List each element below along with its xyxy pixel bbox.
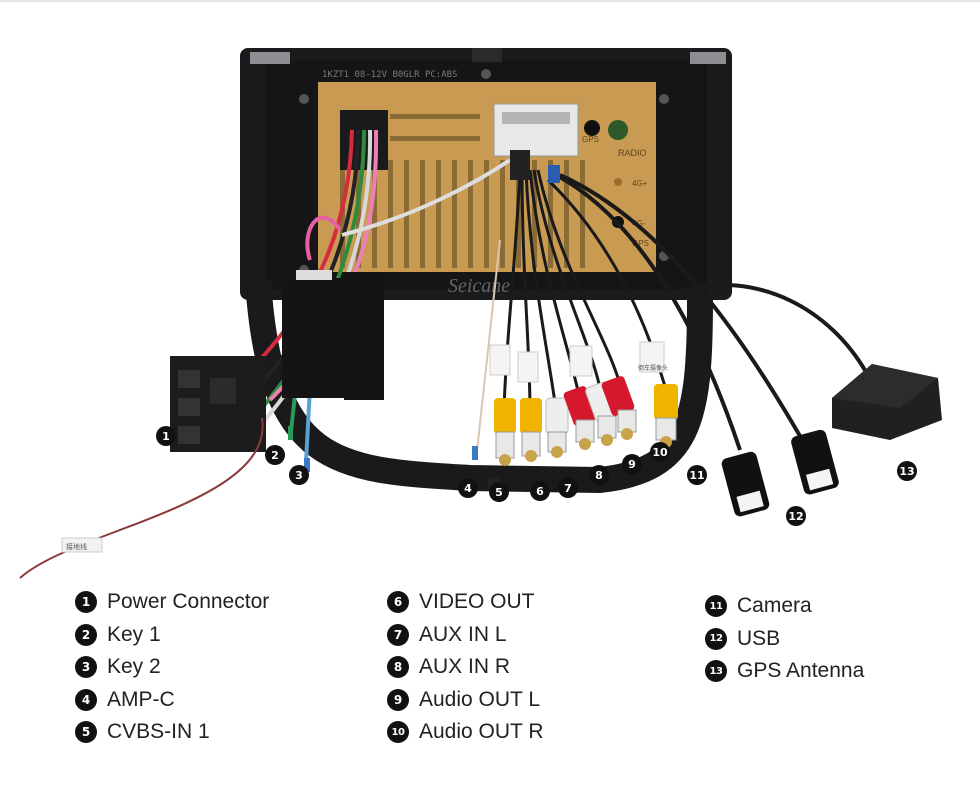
svg-text:10: 10 bbox=[652, 446, 668, 459]
harness-connector bbox=[282, 278, 350, 398]
legend-number: 4 bbox=[75, 688, 97, 711]
svg-text:9: 9 bbox=[628, 458, 636, 471]
radio-port bbox=[608, 120, 628, 140]
svg-text:12: 12 bbox=[788, 510, 803, 523]
svg-text:13: 13 bbox=[899, 465, 914, 478]
callout-2: 2 bbox=[265, 445, 285, 465]
legend-number: 10 bbox=[387, 721, 409, 744]
legend-number: 2 bbox=[75, 623, 97, 646]
svg-text:GPS: GPS bbox=[582, 135, 599, 144]
svg-text:4G-: 4G- bbox=[632, 219, 646, 228]
legend-label: Key 2 bbox=[107, 655, 161, 679]
svg-text:7: 7 bbox=[564, 482, 572, 495]
legend-column-1: 1 Power Connector 2 Key 1 3 Key 2 4 AMP-… bbox=[75, 586, 269, 749]
legend-number: 5 bbox=[75, 721, 97, 744]
callout-4: 4 bbox=[458, 478, 478, 498]
legend-number: 9 bbox=[387, 688, 409, 711]
rca-plug-video-out bbox=[494, 398, 516, 466]
callout-3: 3 bbox=[289, 465, 309, 485]
svg-text:5: 5 bbox=[495, 486, 503, 499]
legend-label: USB bbox=[737, 626, 781, 650]
usb-plug-1 bbox=[721, 451, 770, 517]
legend-item-aux-in-r: 8 AUX IN R bbox=[387, 651, 544, 684]
svg-text:8: 8 bbox=[595, 469, 603, 482]
rca-plug-audio-out-r bbox=[601, 376, 637, 440]
iso-power-connector bbox=[170, 356, 266, 452]
callout-5: 5 bbox=[489, 482, 509, 502]
svg-text:GPS: GPS bbox=[632, 239, 649, 248]
rca-cables bbox=[475, 169, 868, 461]
legend-item-key-2: 3 Key 2 bbox=[75, 651, 269, 684]
callout-11: 11 bbox=[687, 465, 707, 485]
watermark: Seicane bbox=[448, 275, 510, 297]
legend-item-gps-antenna: 13 GPS Antenna bbox=[705, 655, 864, 688]
legend-number: 3 bbox=[75, 656, 97, 679]
legend-column-2: 6 VIDEO OUT 7 AUX IN L 8 AUX IN R 9 Audi… bbox=[387, 586, 544, 749]
legend-label: Camera bbox=[737, 594, 812, 618]
legend-item-audio-out-l: 9 Audio OUT L bbox=[387, 684, 544, 717]
callout-10: 10 bbox=[650, 442, 670, 462]
svg-text:4: 4 bbox=[464, 482, 472, 495]
gps-port bbox=[584, 120, 600, 136]
legend-label: VIDEO OUT bbox=[419, 590, 535, 614]
callout-7: 7 bbox=[558, 478, 578, 498]
legend-label: CVBS-IN 1 bbox=[107, 720, 210, 744]
rca-plug-aux-in-l bbox=[520, 398, 542, 462]
legend-label: AUX IN R bbox=[419, 655, 511, 679]
legend-number: 8 bbox=[387, 656, 409, 679]
callout-8: 8 bbox=[589, 465, 609, 485]
svg-text:3: 3 bbox=[295, 469, 303, 482]
legend-label: Key 1 bbox=[107, 622, 161, 646]
legend-item-key-1: 2 Key 1 bbox=[75, 619, 269, 652]
callout-9: 9 bbox=[622, 454, 642, 474]
legend-label: Audio OUT R bbox=[419, 720, 544, 744]
gps-antenna-puck bbox=[832, 364, 942, 440]
rca-plug-aux-in-r bbox=[545, 397, 569, 458]
svg-text:2: 2 bbox=[271, 449, 279, 462]
camera-cable-tag: 倒车摄像头 bbox=[638, 364, 668, 372]
legend-number: 13 bbox=[705, 660, 727, 683]
legend-number: 1 bbox=[75, 591, 97, 614]
svg-text:4G+: 4G+ bbox=[632, 179, 648, 188]
mounting-bracket bbox=[245, 279, 713, 494]
svg-text:1: 1 bbox=[162, 430, 170, 443]
wiring-photo: 1KZT1 08-12V B0GLR PC:ABS GPS RADIO 4G+ … bbox=[19, 48, 942, 579]
multi-pin-socket bbox=[493, 103, 579, 157]
legend-label: Power Connector bbox=[107, 590, 270, 614]
callout-12: 12 bbox=[786, 506, 806, 526]
callout-1: 1 bbox=[156, 426, 176, 446]
ground-wire-tag: 接地线 bbox=[66, 542, 87, 551]
legend-item-amp-c: 4 AMP-C bbox=[75, 684, 269, 717]
legend-item-usb: 12 USB bbox=[705, 623, 864, 656]
legend-label: GPS Antenna bbox=[737, 659, 865, 683]
legend-item-aux-in-l: 7 AUX IN L bbox=[387, 619, 544, 652]
legend-number: 12 bbox=[705, 627, 727, 650]
svg-text:11: 11 bbox=[689, 469, 704, 482]
legend-item-cvbs-in-1: 5 CVBS-IN 1 bbox=[75, 716, 269, 749]
callout-6: 6 bbox=[530, 481, 550, 501]
legend-label: AMP-C bbox=[107, 687, 175, 711]
legend-number: 7 bbox=[387, 623, 409, 646]
legend-item-audio-out-r: 10 Audio OUT R bbox=[387, 716, 544, 749]
legend-item-video-out: 6 VIDEO OUT bbox=[387, 586, 544, 619]
legend-item-camera: 11 Camera bbox=[705, 590, 864, 623]
legend-number: 6 bbox=[387, 591, 409, 614]
ground-wire bbox=[19, 417, 264, 579]
legend-label: AUX IN L bbox=[419, 622, 507, 646]
legend-item-power-connector: 1 Power Connector bbox=[75, 586, 269, 619]
legend-label: Audio OUT L bbox=[419, 687, 541, 711]
rca-plug-camera bbox=[654, 384, 678, 448]
legend-column-3: 11 Camera 12 USB 13 GPS Antenna bbox=[705, 590, 864, 688]
legend-number: 11 bbox=[705, 595, 727, 618]
panel-print: 1KZT1 08-12V B0GLR PC:ABS bbox=[322, 70, 457, 80]
svg-text:6: 6 bbox=[536, 485, 544, 498]
svg-text:RADIO: RADIO bbox=[618, 148, 647, 158]
usb-plug-2 bbox=[791, 429, 839, 495]
callout-13: 13 bbox=[897, 461, 917, 481]
top-divider bbox=[0, 0, 980, 2]
